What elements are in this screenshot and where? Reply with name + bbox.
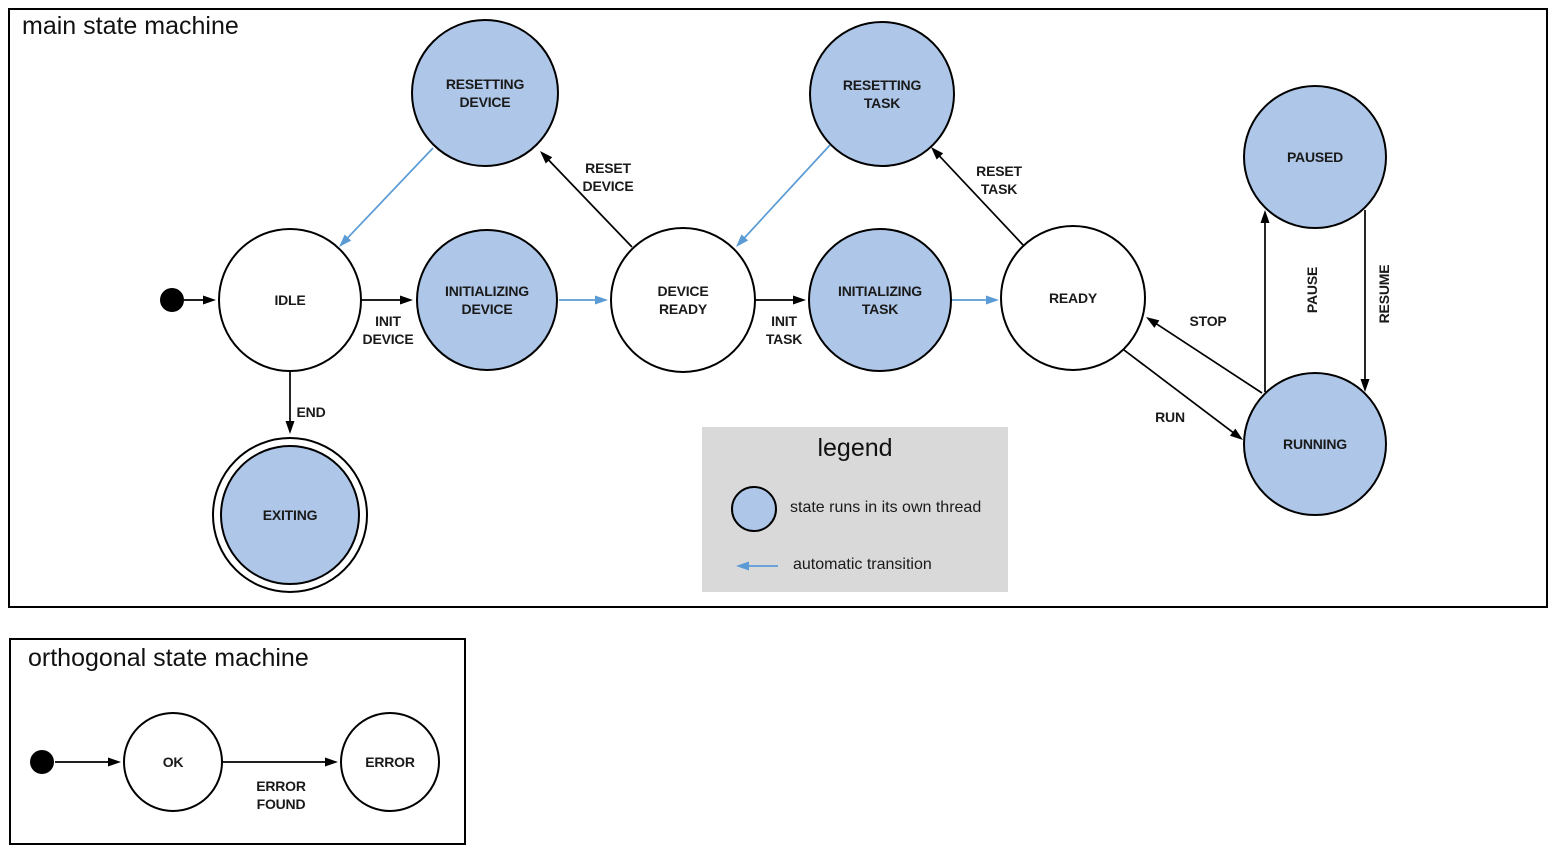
initial-state-dot-main-initial bbox=[160, 288, 184, 312]
state-label-device-ready: DEVICE READY bbox=[657, 283, 709, 317]
state-label-exiting: EXITING bbox=[262, 507, 318, 523]
state-running: RUNNING bbox=[1243, 372, 1387, 516]
state-label-ready: READY bbox=[1048, 290, 1097, 306]
transition-label-init-device: INIT DEVICE bbox=[362, 313, 414, 347]
state-device-ready: DEVICE READY bbox=[610, 227, 756, 373]
state-ok: OK bbox=[123, 712, 223, 812]
state-label-resetting-device: RESETTING DEVICE bbox=[445, 76, 525, 110]
transition-label-pause: PAUSE bbox=[1304, 266, 1320, 314]
state-initializing-device: INITIALIZING DEVICE bbox=[416, 229, 558, 371]
state-label-resetting-task: RESETTING TASK bbox=[842, 77, 922, 111]
state-error: ERROR bbox=[340, 712, 440, 812]
state-label-ok: OK bbox=[162, 754, 184, 770]
transition-label-run: RUN bbox=[1155, 409, 1185, 425]
orthogonal-state-machine-panel bbox=[9, 638, 466, 845]
state-resetting-task: RESETTING TASK bbox=[809, 21, 955, 167]
state-label-initializing-device: INITIALIZING DEVICE bbox=[445, 283, 529, 317]
transition-label-error-found: ERROR FOUND bbox=[256, 778, 306, 812]
transition-label-reset-task: RESET TASK bbox=[976, 163, 1022, 197]
threaded-state-swatch bbox=[731, 486, 777, 532]
transition-label-reset-device: RESET DEVICE bbox=[582, 160, 634, 194]
state-exiting-inner: EXITING bbox=[220, 445, 360, 585]
legend-thread-label: state runs in its own thread bbox=[790, 499, 982, 516]
state-label-idle: IDLE bbox=[274, 292, 306, 308]
initial-state-dot-ortho-initial bbox=[30, 750, 54, 774]
main-machine-title: main state machine bbox=[22, 12, 239, 40]
transition-label-init-task: INIT TASK bbox=[765, 313, 803, 347]
final-state-exiting: EXITING bbox=[212, 437, 368, 593]
state-label-error: ERROR bbox=[365, 754, 415, 770]
state-initializing-task: INITIALIZING TASK bbox=[808, 228, 952, 372]
main-state-machine-panel bbox=[8, 8, 1548, 608]
legend-panel: legend state runs in its own thread auto… bbox=[702, 427, 1008, 592]
state-label-running: RUNNING bbox=[1283, 436, 1347, 452]
state-label-initializing-task: INITIALIZING TASK bbox=[838, 283, 922, 317]
legend-auto-label: automatic transition bbox=[793, 556, 932, 573]
transition-label-stop: STOP bbox=[1189, 313, 1227, 329]
state-ready: READY bbox=[1000, 225, 1146, 371]
transition-label-resume: RESUME bbox=[1376, 264, 1392, 324]
transition-label-end: END bbox=[296, 404, 326, 420]
state-paused: PAUSED bbox=[1243, 85, 1387, 229]
state-label-paused: PAUSED bbox=[1286, 149, 1344, 165]
legend-title: legend bbox=[817, 434, 893, 462]
state-idle: IDLE bbox=[218, 228, 362, 372]
state-resetting-device: RESETTING DEVICE bbox=[411, 19, 559, 167]
orthogonal-machine-title: orthogonal state machine bbox=[28, 644, 309, 672]
